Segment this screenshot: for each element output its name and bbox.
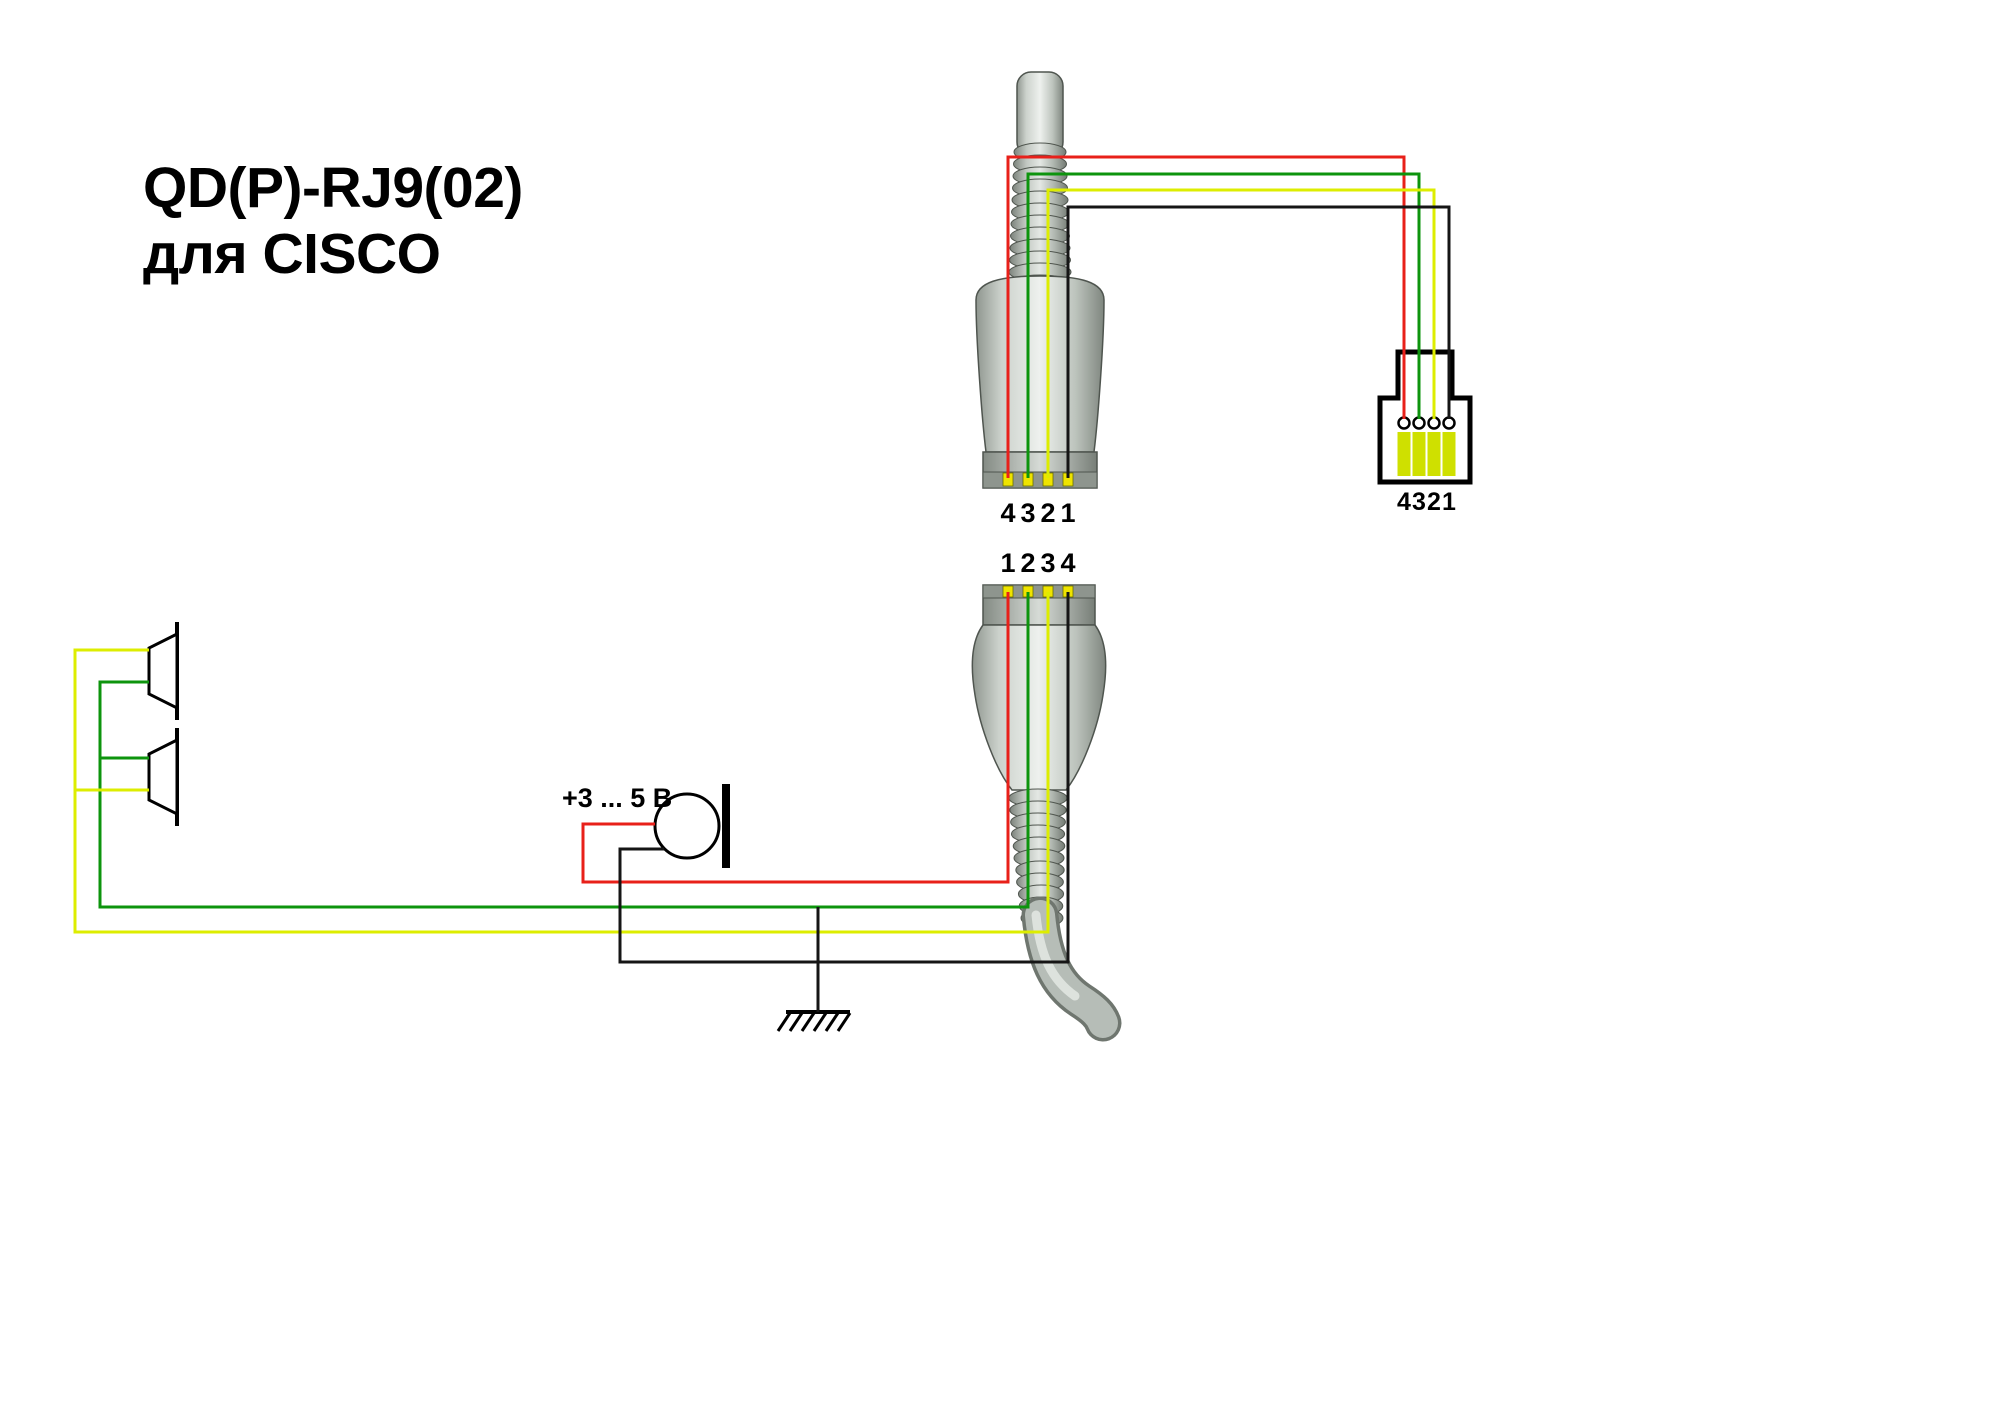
qd-bottom-body [971,624,1107,791]
speaker-1 [147,622,179,720]
mic-voltage-label: +3 ... 5 В [562,783,672,813]
qd-top-coil [1008,142,1072,294]
ground-icon [776,1010,852,1032]
pin-label: 1 [1000,548,1015,578]
pin-label: 4 [1397,488,1411,516]
speaker-2-cone-icon [147,737,179,817]
wire-yellow-speakers [73,592,1050,934]
wire-black-mic-ground [618,592,1070,964]
page-title-line2: для CISCO [143,222,441,286]
wire-red-mic [581,592,1010,884]
pin-label: 3 [1412,488,1426,516]
wire-green-speakers [98,592,1030,909]
pin-label: 3 [1020,498,1035,528]
microphone [653,784,730,868]
pin-label: 1 [1060,498,1075,528]
qd-plug-top [975,71,1105,489]
rj9-connector [1377,349,1473,485]
rj9-pin-contacts [1397,416,1456,476]
speaker-1-cone-icon [147,631,179,711]
qd-bottom-cable [1021,896,1122,1042]
qd-bottom-contact-face [982,584,1096,599]
wiring [73,155,1451,1012]
wire-green-qd-to-rj9 [1026,172,1421,478]
qd-top-body [975,275,1105,453]
speaker-2 [147,728,179,826]
wire-red-qd-to-rj9 [1006,155,1406,478]
page-title-line1: QD(P)-RJ9(02) [143,156,523,220]
wire-black-qd-to-rj9 [1066,205,1451,478]
qd-bottom-pin-labels: 1 2 3 4 [1000,548,1075,578]
qd-top-contact-face [982,471,1098,489]
microphone-plate-icon [722,784,730,868]
pin-label: 4 [1000,498,1015,528]
microphone-icon [653,792,721,860]
rj9-pin-labels: 4 3 2 1 [1397,488,1456,516]
wire-yellow-qd-to-rj9 [1046,188,1436,478]
pin-label: 2 [1040,498,1055,528]
qd-plug-bottom [971,584,1122,1042]
qd-top-pin-labels: 4 3 2 1 [1000,498,1075,528]
pin-label: 1 [1442,488,1456,516]
pin-label: 4 [1060,548,1075,578]
pin-label: 3 [1040,548,1055,578]
pin-label: 2 [1427,488,1441,516]
pin-label: 2 [1020,548,1035,578]
